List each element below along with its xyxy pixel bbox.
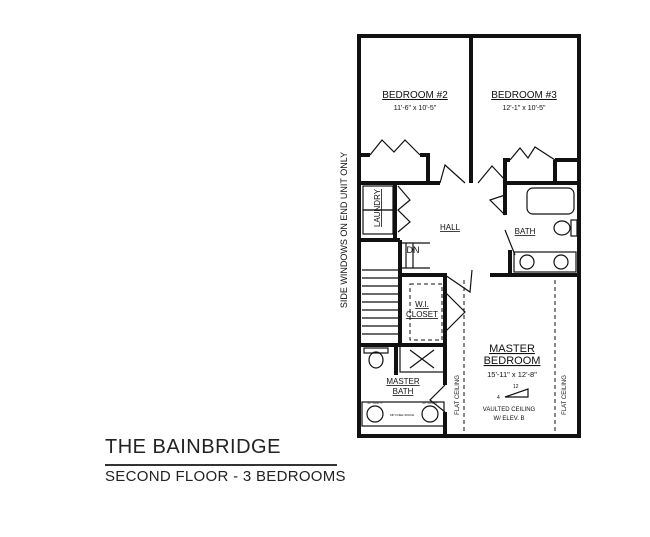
bedroom3-size: 12'-1" x 10'-5" bbox=[502, 105, 546, 112]
laundry-label: LAUNDRY bbox=[373, 188, 382, 227]
vanity-label-left: 30" VANITY bbox=[367, 401, 383, 405]
pitch-run: 12 bbox=[513, 384, 519, 390]
pitch-rise: 4 bbox=[497, 395, 500, 401]
bedroom2-label: BEDROOM #2 bbox=[382, 90, 448, 101]
master-bedroom-label-1: MASTER bbox=[489, 343, 535, 355]
hall-label: HALL bbox=[440, 223, 461, 232]
master-bath-label-1: MASTER bbox=[386, 377, 420, 386]
vaulted-ceiling-elev: W/ ELEV. B bbox=[493, 416, 524, 422]
plan-title: THE BAINBRIDGE bbox=[105, 436, 281, 458]
master-bath-label-2: BATH bbox=[393, 387, 414, 396]
stair-treads bbox=[362, 242, 430, 335]
bath-label: BATH bbox=[515, 227, 536, 236]
interior-walls bbox=[359, 36, 579, 436]
vanity-label-right: 30" VANITY bbox=[422, 401, 438, 405]
flat-ceiling-left: FLAT CEILING bbox=[455, 375, 461, 415]
closet-label-2: CLOSET bbox=[406, 310, 438, 319]
vaulted-ceiling-label: VAULTED CEILING bbox=[483, 407, 536, 413]
flat-ceiling-right: FLAT CEILING bbox=[562, 375, 568, 415]
pitch-icon bbox=[504, 388, 529, 398]
bedroom3-label: BEDROOM #3 bbox=[491, 90, 557, 101]
stairs-down-label: DN bbox=[407, 245, 420, 255]
master-bedroom-size: 15'-11" x 12'-8" bbox=[487, 370, 537, 379]
master-bedroom-label-2: BEDROOM bbox=[484, 355, 541, 367]
knee-space-label: SIP KNEE SPACE bbox=[390, 413, 415, 417]
title-divider bbox=[105, 464, 337, 466]
plan-subtitle: SECOND FLOOR - 3 BEDROOMS bbox=[105, 468, 346, 485]
closet-label-1: W.I. bbox=[415, 300, 429, 309]
side-windows-note: SIDE WINDOWS ON END UNIT ONLY bbox=[339, 152, 349, 308]
bedroom2-size: 11'-6" x 10'-5" bbox=[394, 105, 437, 112]
